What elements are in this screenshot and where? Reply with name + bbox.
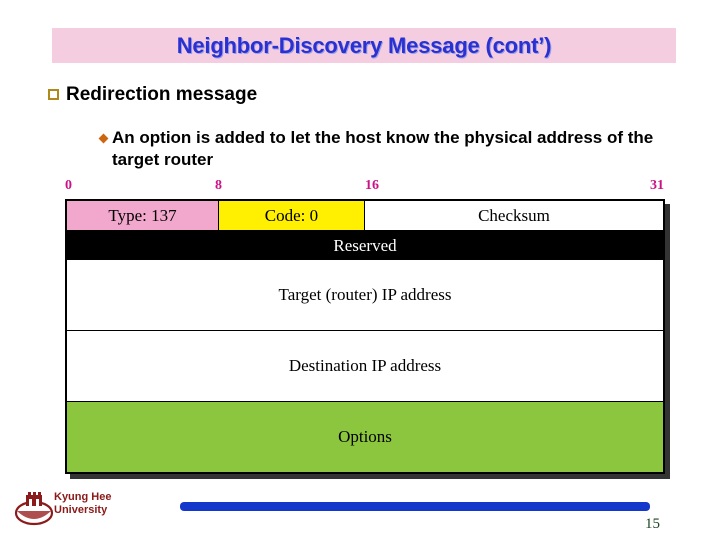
packet-field-checksum: Checksum: [364, 201, 663, 230]
square-outline-bullet-icon: [48, 89, 59, 100]
packet-row: Options: [67, 402, 663, 472]
bullet-level1-label: Redirection message: [66, 84, 258, 105]
footer-organization: Kyung Hee University: [54, 491, 111, 517]
bit-ruler-tick-16: 16: [365, 178, 379, 193]
footer-org-line2: University: [54, 504, 108, 516]
packet-format-diagram: Type: 137 Code: 0 Checksum Reserved Targ…: [65, 199, 665, 474]
bit-ruler: 0 8 16 31: [65, 178, 665, 196]
diamond-bullet-icon: [98, 133, 109, 144]
university-crest-icon: [14, 489, 54, 527]
packet-row: Type: 137 Code: 0 Checksum: [67, 201, 663, 231]
page-number: 15: [645, 516, 660, 532]
packet-field-destination-ip-address: Destination IP address: [67, 331, 663, 401]
title-banner: [52, 28, 676, 63]
packet-row: Target (router) IP address: [67, 260, 663, 331]
bit-ruler-tick-8: 8: [215, 178, 222, 193]
packet-field-options: Options: [67, 402, 663, 472]
footer-org-line1: Kyung Hee: [54, 491, 112, 503]
bit-ruler-tick-0: 0: [65, 178, 72, 193]
packet-field-type: Type: 137: [67, 201, 219, 230]
bullet-level2-label: An option is added to let the host know …: [112, 128, 654, 169]
packet-field-reserved: Reserved: [67, 231, 663, 260]
bullet-level1: Redirection message: [48, 83, 257, 107]
page-title: Neighbor-Discovery Message (cont’): [176, 33, 552, 58]
packet-field-target-ip-address: Target (router) IP address: [67, 260, 663, 330]
footer-accent-bar: [180, 502, 650, 511]
packet-row: Reserved: [67, 231, 663, 260]
bullet-level2: An option is added to let the host know …: [98, 127, 680, 171]
packet-field-code: Code: 0: [218, 201, 365, 230]
bit-ruler-tick-31: 31: [650, 178, 664, 193]
packet-row: Destination IP address: [67, 331, 663, 402]
